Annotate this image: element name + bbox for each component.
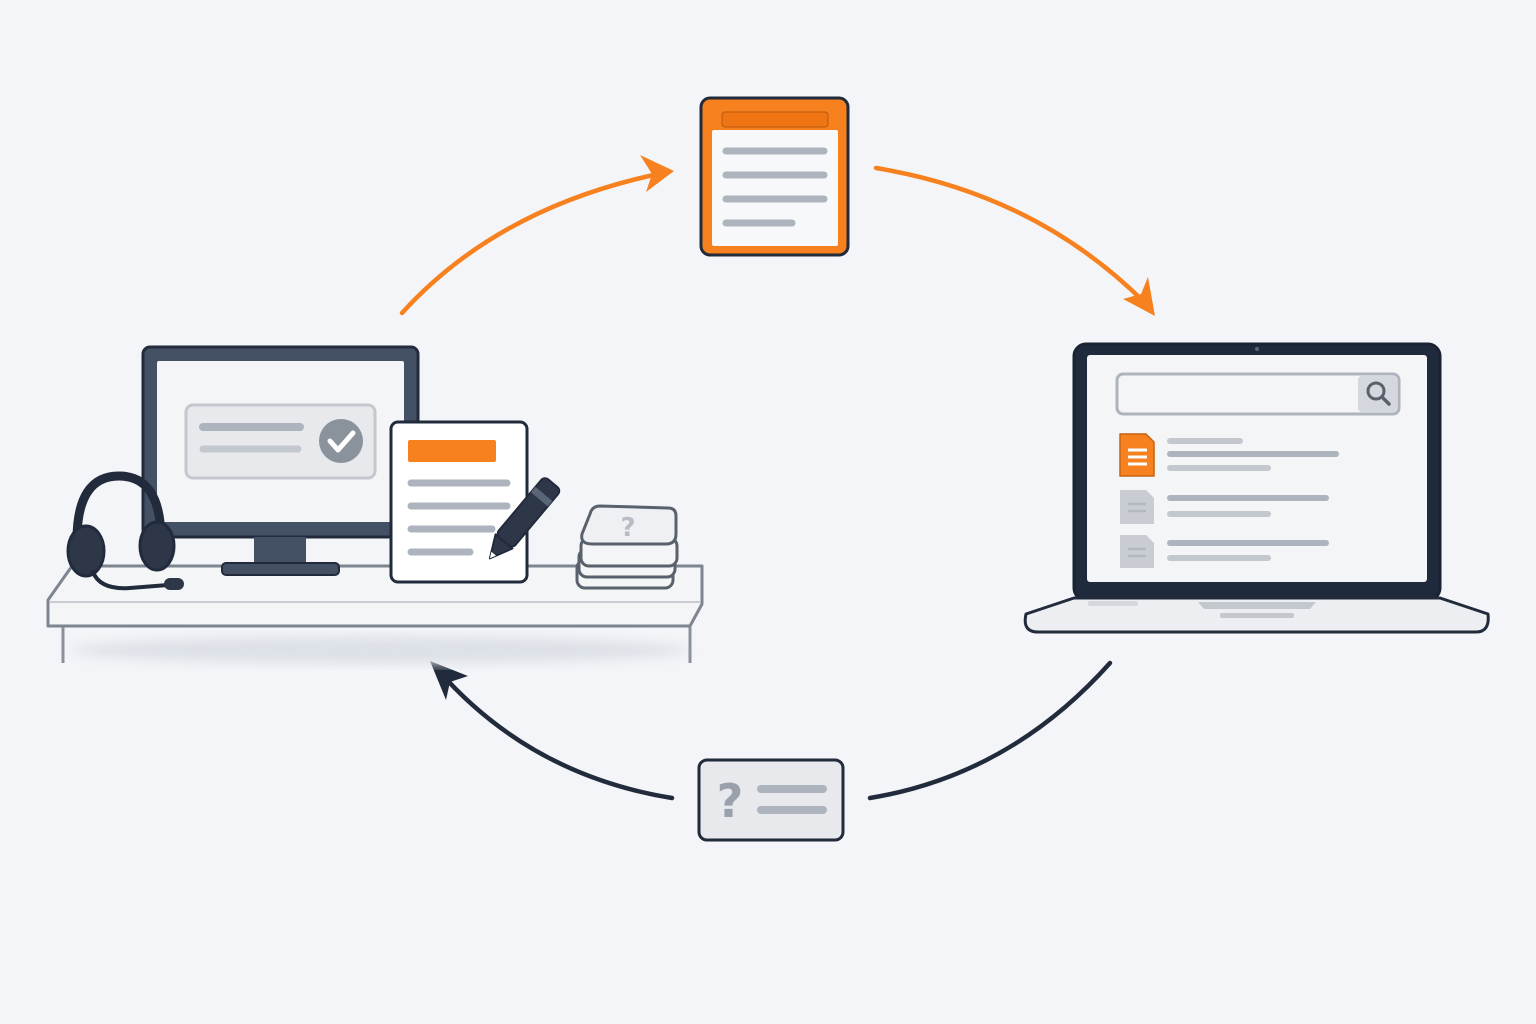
arrow-portal-to-question [867, 660, 1113, 801]
question-card-stack-icon: ? [575, 504, 679, 590]
arrow-workstation-to-article [399, 155, 674, 316]
search-icon [1366, 381, 1391, 406]
laptop-icon [1023, 342, 1490, 634]
article-document-icon [699, 96, 850, 257]
document-result-icon [1120, 490, 1154, 524]
question-card: ? [697, 758, 845, 842]
search-result-item [1120, 535, 1329, 568]
check-circle-icon [319, 419, 363, 463]
monitor-icon [141, 345, 420, 576]
arrow-question-to-workstation [430, 661, 675, 801]
document-pen-icon [389, 420, 561, 584]
search-bar [1115, 372, 1401, 416]
card-question-mark: ? [620, 513, 635, 543]
document-result-icon [1119, 433, 1155, 477]
search-result-item [1120, 490, 1329, 524]
arrow-article-to-portal [873, 165, 1155, 316]
question-mark-icon: ? [717, 774, 744, 828]
headset-icon [66, 471, 184, 591]
document-result-icon [1120, 535, 1154, 568]
search-result-item [1119, 433, 1339, 477]
workstation-node: ? [46, 345, 704, 664]
desk-icon [46, 564, 704, 663]
